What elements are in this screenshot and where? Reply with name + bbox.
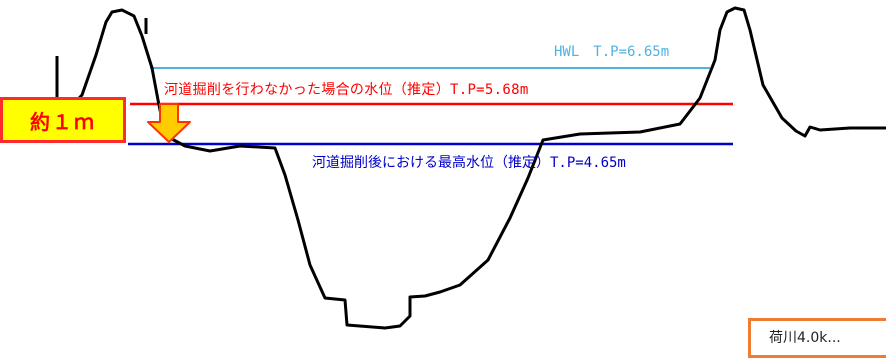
water-level-difference-badge: 約１ｍ xyxy=(0,97,126,143)
down-arrow-icon xyxy=(147,103,191,143)
after-excavation-label: 河道掘削後における最高水位（推定）T.P=4.65m xyxy=(312,155,626,171)
station-label-box: 荷川4.0k... xyxy=(748,318,886,358)
badge-text: 約１ｍ xyxy=(30,109,96,134)
cross-section-diagram xyxy=(55,6,886,330)
station-label: 荷川4.0k... xyxy=(769,330,841,346)
hwl-label: HWL T.P=6.65m xyxy=(554,44,670,60)
without-excavation-label: 河道掘削を行わなかった場合の水位（推定）T.P=5.68m xyxy=(164,82,529,98)
river-bed-profile xyxy=(58,6,886,330)
